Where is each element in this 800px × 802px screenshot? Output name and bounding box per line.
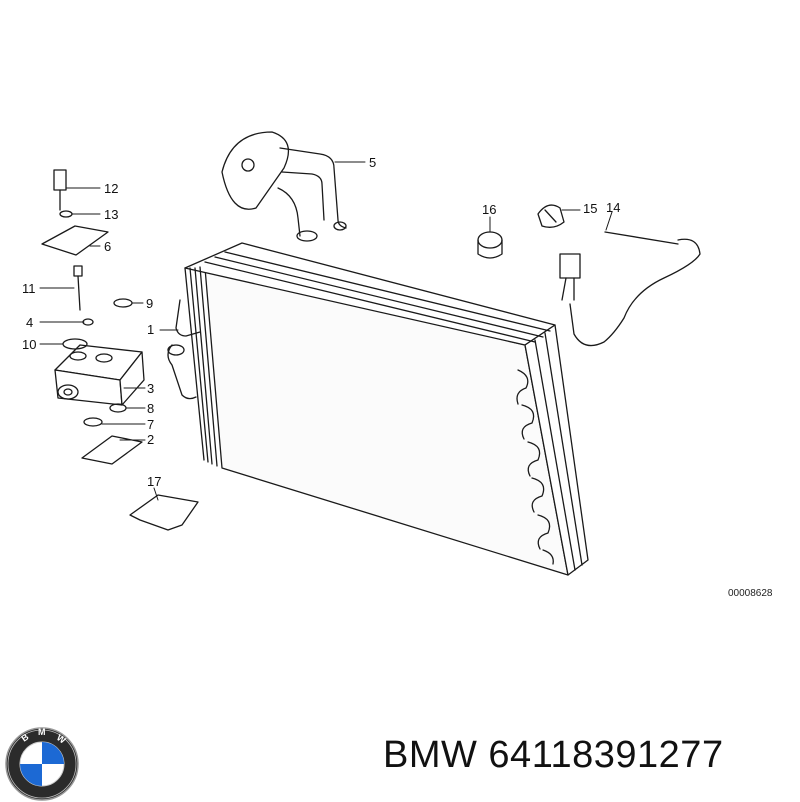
callout-2: 2 [147, 432, 154, 447]
plate-2 [81, 435, 143, 465]
o-ring-7 [83, 417, 103, 427]
callout-11: 11 [22, 281, 36, 296]
callout-12: 12 [104, 181, 118, 196]
pipe-5 [221, 131, 347, 242]
expansion-valve [54, 344, 145, 406]
evaporator-core [167, 242, 589, 576]
callout-16: 16 [482, 202, 496, 217]
bolt-11 [73, 265, 83, 311]
bolt-12 [53, 169, 67, 211]
callout-10: 10 [22, 337, 36, 352]
o-ring-9 [113, 298, 133, 308]
bmw-logo-icon: B M W [5, 727, 79, 801]
callout-5: 5 [369, 155, 376, 170]
callout-3: 3 [147, 381, 154, 396]
washer-13 [59, 210, 73, 218]
callout-6: 6 [104, 239, 111, 254]
grommet-16 [477, 231, 503, 259]
leader-lines [39, 161, 613, 501]
svg-text:B: B [19, 731, 30, 743]
sensor-14 [559, 231, 701, 347]
clip-15 [537, 204, 565, 228]
callout-17: 17 [147, 474, 161, 489]
part-number-label: BMW 64118391277 [383, 734, 724, 776]
bracket-17 [129, 494, 199, 531]
plate-6 [41, 225, 109, 256]
callout-1: 1 [147, 322, 154, 337]
callout-13: 13 [104, 207, 118, 222]
callout-4: 4 [26, 315, 33, 330]
o-ring-10 [62, 338, 88, 350]
callout-labels: 1 2 3 4 5 6 7 8 9 10 11 12 13 14 15 16 1… [22, 155, 773, 599]
callout-14: 14 [606, 200, 620, 215]
callout-15: 15 [583, 201, 597, 216]
svg-text:M: M [38, 727, 46, 737]
callout-9: 9 [146, 296, 153, 311]
callout-8: 8 [147, 401, 154, 416]
callout-7: 7 [147, 417, 154, 432]
diagram-reference-number: 00008628 [728, 588, 773, 599]
